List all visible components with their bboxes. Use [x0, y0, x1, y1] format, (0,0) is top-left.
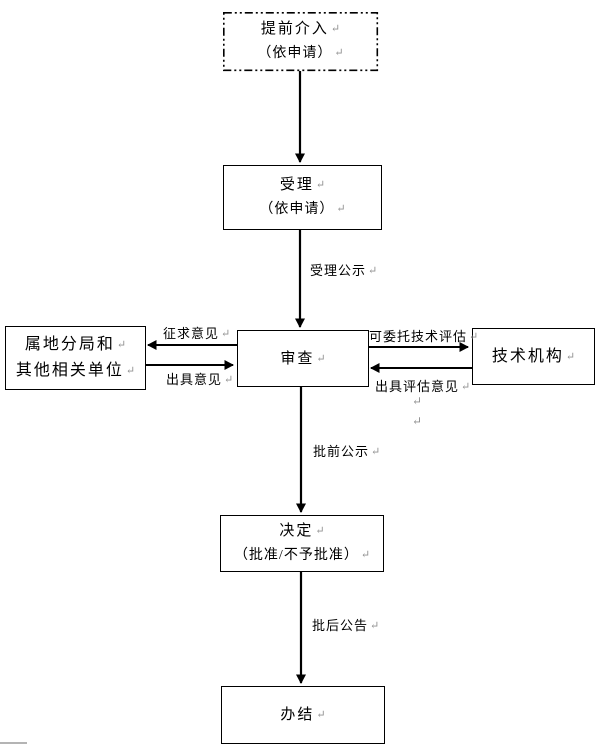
return-mark: ↵ — [461, 381, 471, 393]
edge-label-seek-opinions: 征求意见↵ — [163, 326, 231, 341]
return-mark: ↵ — [368, 265, 378, 277]
box-text: （依申请）↵ — [259, 202, 346, 217]
return-mark: ↵ — [125, 365, 136, 377]
flow-box-decision: 决定↵ （批准/不予批准）↵ — [220, 515, 384, 572]
flow-box-local-bureau: 属地分局和↵ 其他相关单位↵ — [5, 326, 146, 390]
edge-label-entrust-technical-evaluation: 可委托技术评估↵ — [369, 329, 479, 344]
return-mark: ↵ — [412, 394, 423, 408]
return-mark: ↵ — [565, 350, 576, 363]
box-text: （依申请）↵ — [257, 46, 344, 61]
return-mark: ↵ — [334, 47, 344, 59]
box-text: 审查↵ — [280, 350, 326, 367]
return-mark: ↵ — [221, 328, 231, 340]
box-text: （批准/不予批准）↵ — [233, 548, 371, 563]
box-text: 决定↵ — [279, 523, 325, 539]
edge-label-pre-approval-publicity: 批前公示↵ — [313, 444, 381, 459]
flow-box-review: 审查↵ — [237, 330, 369, 387]
flow-box-acceptance: 受理↵ （依申请）↵ — [223, 165, 382, 230]
edge-label-issue-evaluation-opinions: 出具评估意见↵ — [375, 379, 471, 394]
return-mark: ↵ — [316, 352, 326, 365]
return-mark: ↵ — [315, 179, 326, 191]
flow-box-technical-agency: 技术机构↵ — [472, 328, 595, 385]
box-text: 办结↵ — [280, 707, 326, 723]
return-mark: ↵ — [315, 525, 325, 537]
edge-label-issue-opinions: 出具意见↵ — [166, 372, 234, 387]
stray-paragraph-marks: ↵ ↵ — [412, 394, 422, 429]
edge-label-acceptance-publicity: 受理公示↵ — [310, 263, 378, 278]
return-mark: ↵ — [316, 709, 326, 721]
box-text: 技术机构↵ — [491, 347, 576, 365]
return-mark: ↵ — [116, 339, 127, 351]
box-text: 受理↵ — [279, 177, 326, 193]
return-mark: ↵ — [371, 446, 381, 458]
return-mark: ↵ — [469, 331, 479, 343]
flow-box-completion: 办结↵ — [221, 686, 385, 744]
cropped-line-artifact — [0, 742, 27, 744]
box-text: 提前介入↵ — [260, 21, 341, 37]
return-mark: ↵ — [336, 203, 346, 215]
return-mark: ↵ — [224, 374, 234, 386]
box-text: 属地分局和↵ — [24, 336, 127, 353]
return-mark: ↵ — [412, 414, 423, 428]
return-mark: ↵ — [330, 23, 341, 35]
box-text: 其他相关单位↵ — [15, 362, 136, 379]
edge-label-post-approval-announcement: 批后公告↵ — [312, 618, 380, 633]
return-mark: ↵ — [370, 620, 380, 632]
return-mark: ↵ — [360, 549, 371, 561]
flow-box-early-intervention: 提前介入↵ （依申请）↵ — [223, 12, 378, 71]
